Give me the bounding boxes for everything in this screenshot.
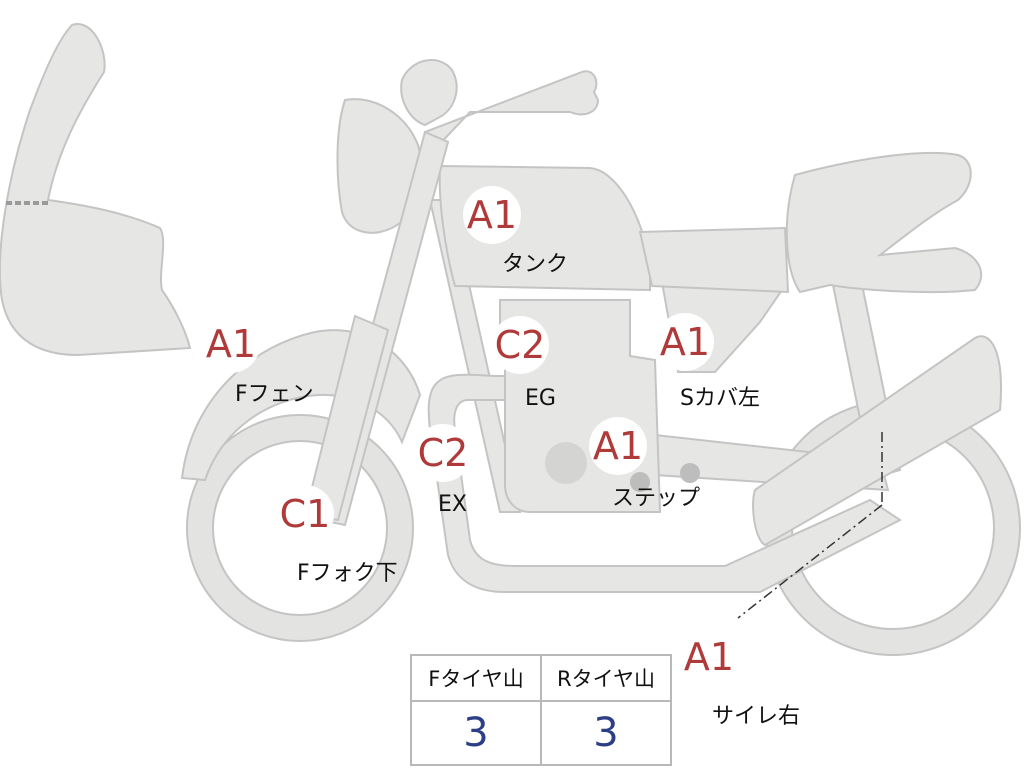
front-tire-outer-edge xyxy=(186,414,414,642)
f-fork-lower-label: Fフォク下 xyxy=(297,561,398,586)
headlight xyxy=(336,98,423,234)
footpeg-right xyxy=(680,463,700,483)
front-tire xyxy=(187,415,413,641)
front-cowl xyxy=(0,23,192,357)
tire-tread-table: Fタイヤ山 Rタイヤ山 3 3 xyxy=(410,654,672,766)
seat-tail xyxy=(785,151,983,294)
side-cover-left-grade-marker: A1 xyxy=(656,313,714,371)
footpeg-left xyxy=(630,472,650,492)
f-fender-label: Fフェン xyxy=(235,382,314,407)
mirror xyxy=(400,59,458,127)
tank-label: タンク xyxy=(502,252,569,277)
handlebar xyxy=(423,70,600,152)
engine-case-cover xyxy=(545,442,587,484)
exhaust-label: EX xyxy=(438,492,467,517)
rear-tread-value: 3 xyxy=(593,710,619,756)
front-tread-value: 3 xyxy=(412,702,542,764)
muffler xyxy=(752,335,1002,547)
rear-tread-header: Rタイヤ山 xyxy=(542,656,670,702)
exhaust-grade-marker: C2 xyxy=(414,424,472,482)
engine-grade-marker: C2 xyxy=(491,316,549,374)
f-fender-grade-marker: A1 xyxy=(202,315,260,373)
step-grade-marker: A1 xyxy=(589,417,647,475)
front-tread-header: Fタイヤ山 xyxy=(412,656,542,702)
side-cover-left-label: Sカバ左 xyxy=(680,386,760,411)
seat-base xyxy=(638,226,790,294)
step-label: ステップ xyxy=(612,486,701,511)
front-tire-inner-edge xyxy=(212,440,388,616)
fork-lower-tube xyxy=(303,314,390,522)
f-fork-lower-grade-marker: C1 xyxy=(276,485,334,543)
muffler-right-label: サイレ右 xyxy=(712,704,801,729)
tank-grade-marker: A1 xyxy=(463,186,521,244)
muffler-right-grade-marker: A1 xyxy=(680,628,738,686)
engine-label: EG xyxy=(525,386,556,411)
